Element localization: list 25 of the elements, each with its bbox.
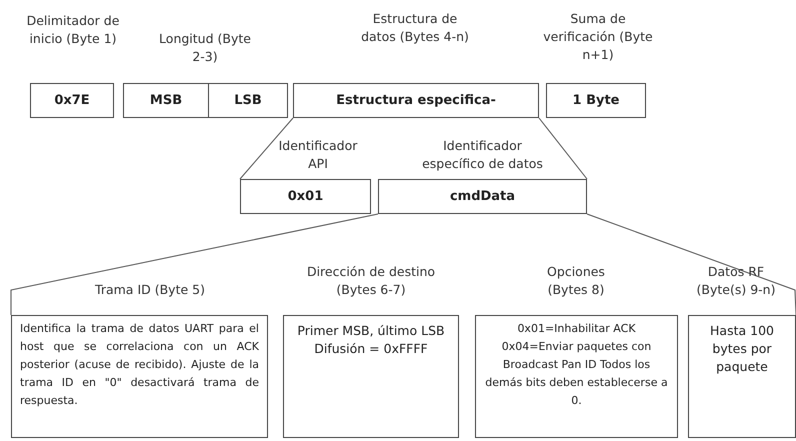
field-heading: Estructura de datos (Bytes 4-n) bbox=[360, 10, 470, 46]
field-description: Identifica la trama de datos UART para el host que se correlaciona con un ACK posterior (acuse de recibido). Ajuste de la trama ID en "0" desactivará trama de respuesta. bbox=[19, 321, 260, 409]
field-heading: Delimitador de inicio (Byte 1) bbox=[26, 12, 120, 48]
field-value: MSB bbox=[150, 93, 182, 108]
field-heading: Identificador específico de datos bbox=[421, 137, 544, 173]
field-value: LSB bbox=[234, 93, 262, 108]
field-description: 0x01=Inhabilitar ACK 0x04=Enviar paquetes con Broadcast Pan ID Todos los demás bits deben establecerse a 0. bbox=[484, 321, 669, 409]
field-value: 1 Byte bbox=[572, 93, 620, 108]
expansion-line bbox=[10, 214, 378, 316]
expansion-line bbox=[586, 214, 796, 316]
field-heading: Identificador API bbox=[278, 137, 358, 173]
field-heading: Dirección de destino (Bytes 6-7) bbox=[306, 263, 436, 299]
expansion-line bbox=[538, 118, 588, 180]
field-value: 0x01 bbox=[288, 189, 324, 204]
field-heading: Longitud (Byte 2-3) bbox=[158, 30, 252, 66]
field-heading: Trama ID (Byte 5) bbox=[94, 281, 206, 299]
expansion-line bbox=[240, 118, 294, 180]
field-value: Estructura especifica- bbox=[336, 93, 496, 108]
field-heading: Suma de verificación (Byte n+1) bbox=[542, 10, 654, 64]
field-heading: Datos RF (Byte(s) 9-n) bbox=[696, 263, 776, 299]
field-description: Primer MSB, último LSB Difusión = 0xFFFF bbox=[296, 322, 446, 358]
field-description: Hasta 100 bytes por paquete bbox=[709, 322, 775, 376]
field-heading: Opciones (Bytes 8) bbox=[546, 263, 606, 299]
field-value: cmdData bbox=[450, 189, 516, 204]
field-value: 0x7E bbox=[54, 93, 90, 108]
